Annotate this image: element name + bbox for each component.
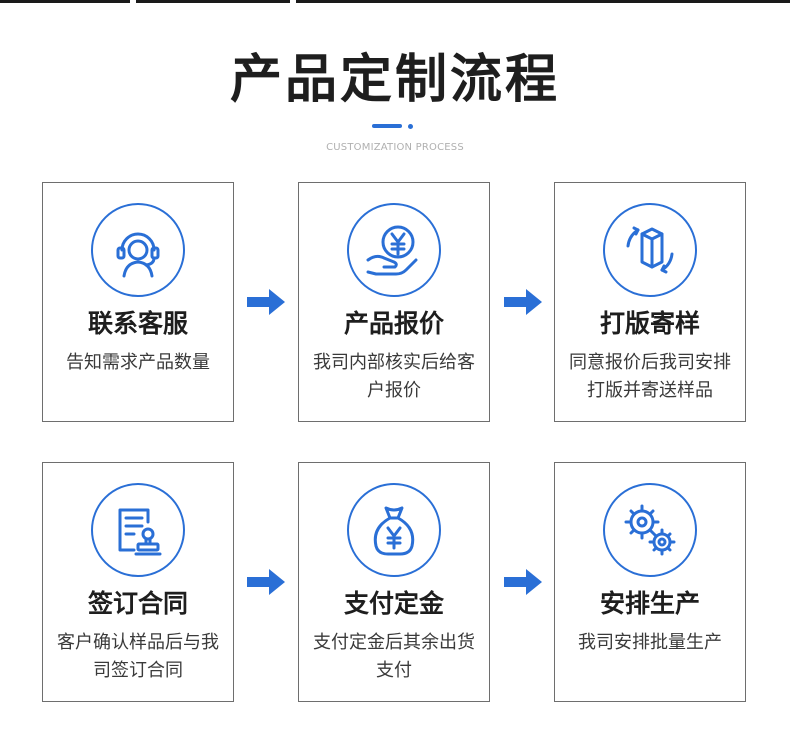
price-quote-icon (347, 203, 441, 297)
arrow-right-icon (247, 569, 285, 595)
step-title: 支付定金 (343, 589, 444, 618)
step-description: 支付定金后其余出货支付 (313, 632, 475, 681)
gears-icon (603, 483, 697, 577)
top-border (0, 0, 790, 3)
step-description: 客户确认样品后与我司签订合同 (57, 632, 219, 681)
step-description: 我司内部核实后给客户报价 (313, 352, 475, 401)
step-title: 安排生产 (599, 589, 700, 618)
step-card-contact: 联系客服 告知需求产品数量 (42, 182, 234, 422)
page-title: 产品定制流程 (229, 50, 560, 110)
title-underline-dot (408, 124, 413, 129)
step-card-quote: 产品报价 我司内部核实后给客户报价 (298, 182, 490, 422)
arrow-right-icon (247, 289, 285, 315)
page-subtitle: CUSTOMIZATION PROCESS (326, 142, 464, 153)
arrow-right-icon (504, 289, 542, 315)
arrow-right-icon (504, 569, 542, 595)
sample-box-icon (603, 203, 697, 297)
step-title: 签订合同 (87, 589, 188, 618)
step-title: 打版寄样 (599, 309, 700, 338)
step-card-deposit: 支付定金 支付定金后其余出货支付 (298, 462, 490, 702)
money-bag-icon (347, 483, 441, 577)
step-description: 告知需求产品数量 (66, 352, 210, 373)
step-title: 产品报价 (343, 309, 444, 338)
step-card-production: 安排生产 我司安排批量生产 (554, 462, 746, 702)
step-title: 联系客服 (87, 309, 188, 338)
customer-service-icon (91, 203, 185, 297)
step-description: 同意报价后我司安排打版并寄送样品 (569, 352, 731, 401)
step-card-contract: 签订合同 客户确认样品后与我司签订合同 (42, 462, 234, 702)
step-card-sample: 打版寄样 同意报价后我司安排打版并寄送样品 (554, 182, 746, 422)
step-description: 我司安排批量生产 (578, 632, 722, 653)
contract-sign-icon (91, 483, 185, 577)
title-underline (372, 124, 402, 128)
